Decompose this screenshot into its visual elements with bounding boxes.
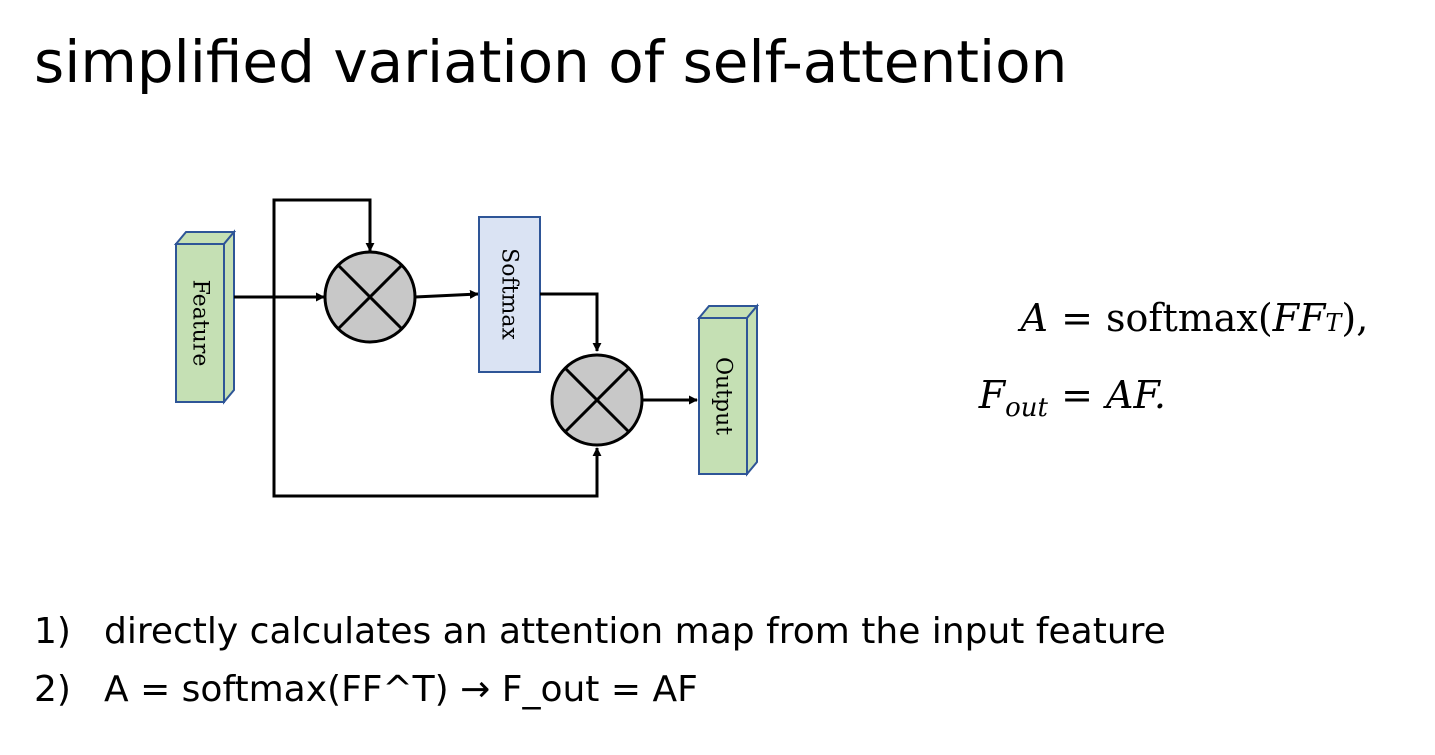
attention-diagram: Feature Softmax bbox=[173, 198, 760, 498]
multiply-node-2 bbox=[550, 353, 644, 447]
top-loop-connector bbox=[272, 198, 375, 297]
eq2-rhs: AF. bbox=[1106, 373, 1166, 417]
softmax-label: Softmax bbox=[497, 248, 522, 340]
eq1-superscript: T bbox=[1325, 309, 1342, 337]
eq2-lhs: F bbox=[978, 373, 1006, 417]
eq2-subscript: out bbox=[1005, 393, 1048, 423]
slide-title: simplified variation of self-attention bbox=[34, 28, 1068, 96]
list-item-number: 1) bbox=[34, 611, 71, 652]
output-block: Output bbox=[696, 303, 760, 477]
feature-block-side bbox=[223, 229, 235, 405]
eq2-lhs-group: Fout bbox=[930, 359, 1048, 444]
output-label: Output bbox=[711, 357, 736, 435]
eq2-operator: = bbox=[1061, 373, 1093, 417]
feature-label: Feature bbox=[188, 280, 213, 367]
list-item: 1) directly calculates an attention map … bbox=[34, 603, 1166, 661]
eq1-argument: FF bbox=[1272, 296, 1326, 340]
bottom-loop-connector bbox=[272, 297, 602, 498]
feature-block-front bbox=[175, 243, 225, 403]
list-item-text: A = softmax(FF^T) → F_out = AF bbox=[104, 669, 698, 710]
feature-block: Feature bbox=[173, 229, 237, 405]
list-item-text: directly calculates an attention map fro… bbox=[104, 611, 1166, 652]
bullet-list: 1) directly calculates an attention map … bbox=[34, 603, 1166, 719]
softmax-block: Softmax bbox=[478, 216, 541, 373]
output-block-side bbox=[746, 303, 758, 477]
eq1-tail: ), bbox=[1341, 296, 1369, 340]
equation-output: Fout = AF. bbox=[930, 359, 1410, 444]
output-block-front bbox=[698, 317, 748, 475]
eq1-function: softmax( bbox=[1106, 296, 1273, 340]
multiply-to-softmax-arrow bbox=[414, 289, 479, 299]
eq1-lhs: A bbox=[1020, 296, 1048, 340]
multiply-node-1 bbox=[323, 250, 417, 344]
eq1-operator: = bbox=[1061, 296, 1093, 340]
list-item: 2) A = softmax(FF^T) → F_out = AF bbox=[34, 661, 1166, 719]
softmax-to-multiply-arrow bbox=[540, 292, 602, 352]
list-item-number: 2) bbox=[34, 669, 71, 710]
